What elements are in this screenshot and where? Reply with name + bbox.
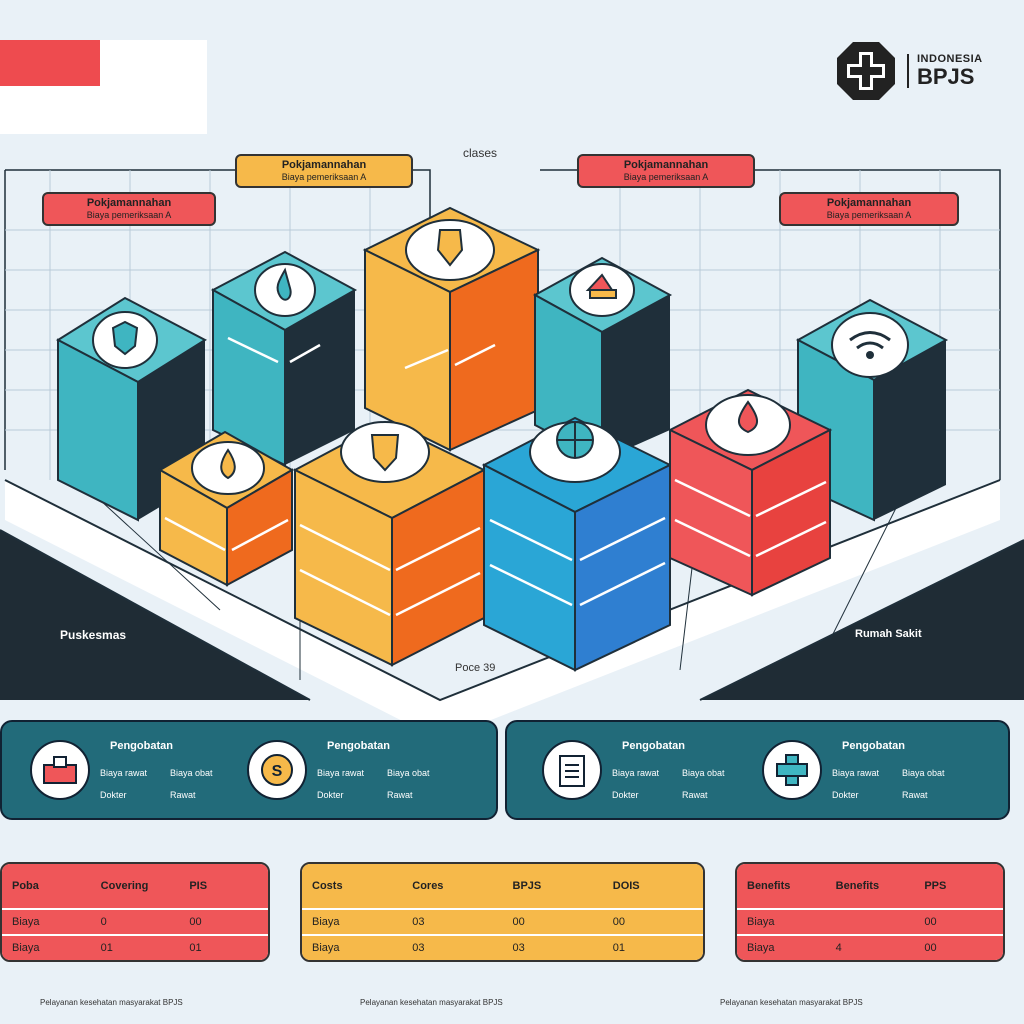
- money-icon: S: [247, 740, 307, 800]
- svg-text:S: S: [272, 763, 283, 780]
- brand-country: INDONESIA: [917, 52, 983, 65]
- info-panel-right: Pengobatan Biaya rawat Biaya obat Dokter…: [505, 720, 1010, 820]
- footer-text-1: Pelayanan kesehatan masyarakat BPJS: [40, 998, 183, 1007]
- info-item-1: Pengobatan Biaya rawat Biaya obat Dokter…: [30, 734, 250, 810]
- info-item-3: Pengobatan Biaya rawat Biaya obat Dokter…: [542, 734, 762, 810]
- info-item-2: S Pengobatan Biaya rawat Biaya obat Dokt…: [247, 734, 467, 810]
- clipboard-icon: [542, 740, 602, 800]
- footer-text-3: Pelayanan kesehatan masyarakat BPJS: [720, 998, 863, 1007]
- chart-caption: clases: [463, 146, 498, 160]
- flag-graphic: [0, 40, 207, 134]
- brand-logo: INDONESIA BPJS: [835, 40, 983, 102]
- left-floor-label: Puskesmas: [60, 628, 127, 642]
- footer-text-2: Pelayanan kesehatan masyarakat BPJS: [360, 998, 503, 1007]
- info-item-4: Pengobatan Biaya rawat Biaya obat Dokter…: [762, 734, 982, 810]
- hospital-icon: [30, 740, 90, 800]
- right-floor-label: Rumah Sakit: [855, 628, 922, 640]
- center-floor-label: Poce 39: [455, 662, 496, 674]
- isometric-chart-scene: clases Puskesmas Poce 39 Rumah Sakit Pok…: [0, 140, 1024, 740]
- brand-name: BPJS: [917, 64, 975, 90]
- medical-cross-icon: [837, 42, 895, 100]
- scene-graphic: [0, 169, 1024, 740]
- medical-cross-icon: [762, 740, 822, 800]
- info-panel-left: Pengobatan Biaya rawat Biaya obat Dokter…: [0, 720, 498, 820]
